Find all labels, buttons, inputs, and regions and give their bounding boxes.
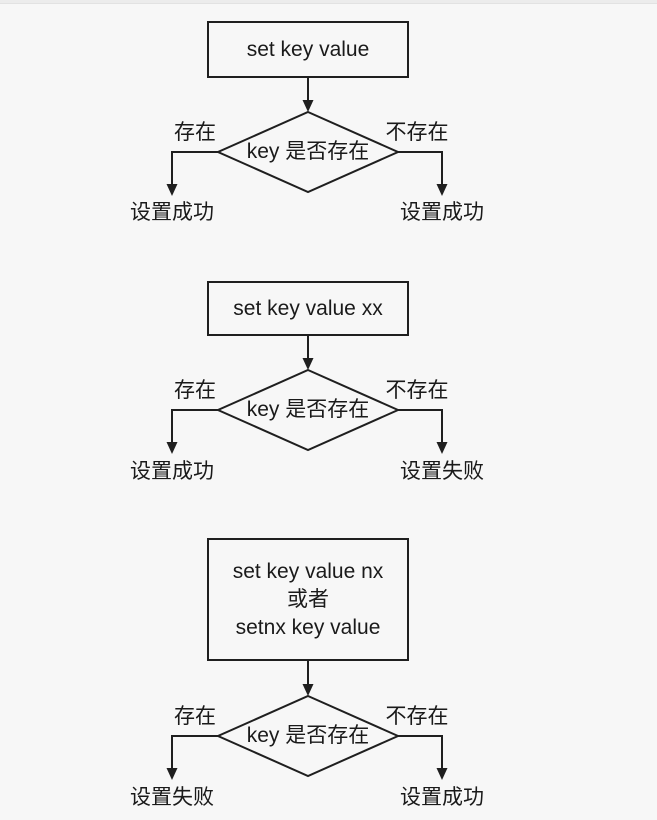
left-branch-line bbox=[171, 151, 218, 185]
chart2-outcome-label-left: 设置成功 bbox=[130, 460, 214, 483]
decision-diamond-outline bbox=[215, 110, 401, 194]
left-branch-line bbox=[171, 409, 218, 443]
right-branch-arrowhead-icon bbox=[436, 768, 448, 780]
chart2-command-box-label: set key value xx bbox=[233, 296, 383, 320]
decision-diamond-outline bbox=[215, 694, 401, 778]
left-branch-arrowhead-icon bbox=[166, 184, 178, 196]
chart2-decision-label: key 是否存在 bbox=[246, 398, 370, 421]
chart3-decision-label: key 是否存在 bbox=[246, 724, 370, 747]
chart1-decision-label: key 是否存在 bbox=[246, 140, 370, 163]
flowchart-2-shapes bbox=[166, 281, 448, 454]
chart1-outcome-label-right: 设置成功 bbox=[400, 201, 484, 224]
decision-diamond-outline bbox=[215, 368, 401, 452]
top-border bbox=[0, 0, 657, 4]
command-box-outline bbox=[207, 281, 409, 336]
chart3-command-box-label: set key value nx 或者 setnx key value bbox=[232, 559, 384, 639]
left-branch-arrowhead-icon bbox=[166, 768, 178, 780]
right-branch-line bbox=[398, 409, 443, 443]
chart1-branch-label-exists: 存在 bbox=[174, 121, 216, 144]
chart3-outcome-label-left: 设置失败 bbox=[130, 786, 214, 809]
down-arrowhead-icon bbox=[302, 100, 314, 112]
right-branch-line bbox=[398, 151, 443, 185]
command-box-outline bbox=[207, 538, 409, 661]
down-arrowhead-icon bbox=[302, 684, 314, 696]
chart1-outcome-label-left: 设置成功 bbox=[130, 201, 214, 224]
chart3-outcome-label-right: 设置成功 bbox=[400, 786, 484, 809]
chart2-branch-label-not-exists: 不存在 bbox=[385, 379, 449, 402]
chart3-branch-label-not-exists: 不存在 bbox=[385, 705, 449, 728]
right-branch-arrowhead-icon bbox=[436, 184, 448, 196]
chart3-branch-label-exists: 存在 bbox=[174, 705, 216, 728]
chart2-branch-label-exists: 存在 bbox=[174, 379, 216, 402]
right-branch-arrowhead-icon bbox=[436, 442, 448, 454]
command-box-outline bbox=[207, 21, 409, 78]
chart1-branch-label-not-exists: 不存在 bbox=[385, 121, 449, 144]
left-branch-arrowhead-icon bbox=[166, 442, 178, 454]
chart2-outcome-label-right: 设置失败 bbox=[400, 460, 484, 483]
chart1-command-box-label: set key value bbox=[246, 37, 370, 61]
right-branch-line bbox=[398, 735, 443, 769]
flowchart-1-shapes bbox=[166, 21, 448, 196]
down-arrowhead-icon bbox=[302, 358, 314, 370]
flowchart-3-shapes bbox=[166, 538, 448, 780]
left-branch-line bbox=[171, 735, 218, 769]
